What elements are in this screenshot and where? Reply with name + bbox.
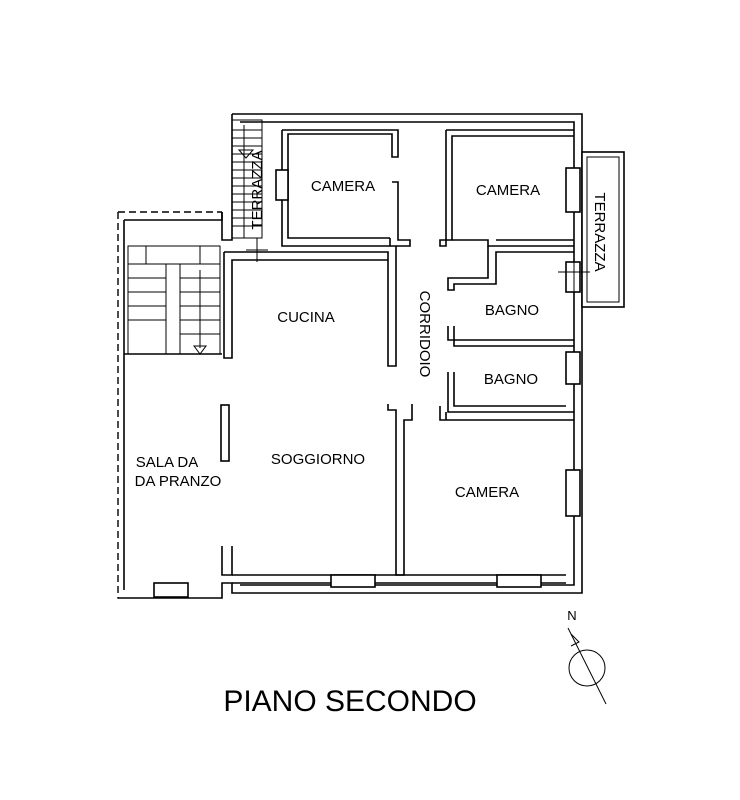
room-label-bagno-upper: BAGNO bbox=[485, 302, 539, 319]
room-label-bagno-lower: BAGNO bbox=[484, 371, 538, 388]
room-label-terrazza-left: TERRAZZA bbox=[249, 150, 266, 229]
room-label-corridoio: CORRIDOIO bbox=[416, 291, 433, 378]
window-soggiorno bbox=[330, 574, 376, 588]
room-label-camera-top-left: CAMERA bbox=[311, 178, 375, 195]
window-camera-top-right bbox=[565, 167, 581, 213]
window-camera-side bbox=[565, 469, 581, 517]
north-compass: N bbox=[567, 608, 607, 705]
window-camera-bottom bbox=[496, 574, 542, 588]
window-bagno-upper bbox=[565, 261, 581, 293]
compass-circle-icon bbox=[568, 649, 606, 687]
room-label-sala-line1: SALA DA bbox=[136, 454, 199, 471]
room-label-camera-bottom-right: CAMERA bbox=[455, 484, 519, 501]
room-label-sala-line2: DA PRANZO bbox=[135, 473, 222, 490]
compass-north-label: N bbox=[567, 608, 576, 623]
window-sala bbox=[153, 582, 189, 598]
room-label-terrazza-right: TERRAZZA bbox=[591, 192, 608, 271]
room-label-cucina: CUCINA bbox=[277, 309, 335, 326]
room-label-soggiorno: SOGGIORNO bbox=[271, 451, 365, 468]
room-label-camera-top-right: CAMERA bbox=[476, 182, 540, 199]
terrazza-right-area bbox=[581, 151, 625, 308]
terrazza-left-area bbox=[231, 119, 268, 262]
window-bagno-lower bbox=[565, 351, 581, 385]
terrazza-left-railing bbox=[232, 125, 262, 238]
staircase bbox=[124, 245, 222, 355]
compass-needle-icon bbox=[567, 627, 607, 705]
windows bbox=[153, 167, 590, 598]
plan-title: PIANO SECONDO bbox=[223, 685, 476, 718]
window-camera-top-left bbox=[275, 169, 289, 201]
